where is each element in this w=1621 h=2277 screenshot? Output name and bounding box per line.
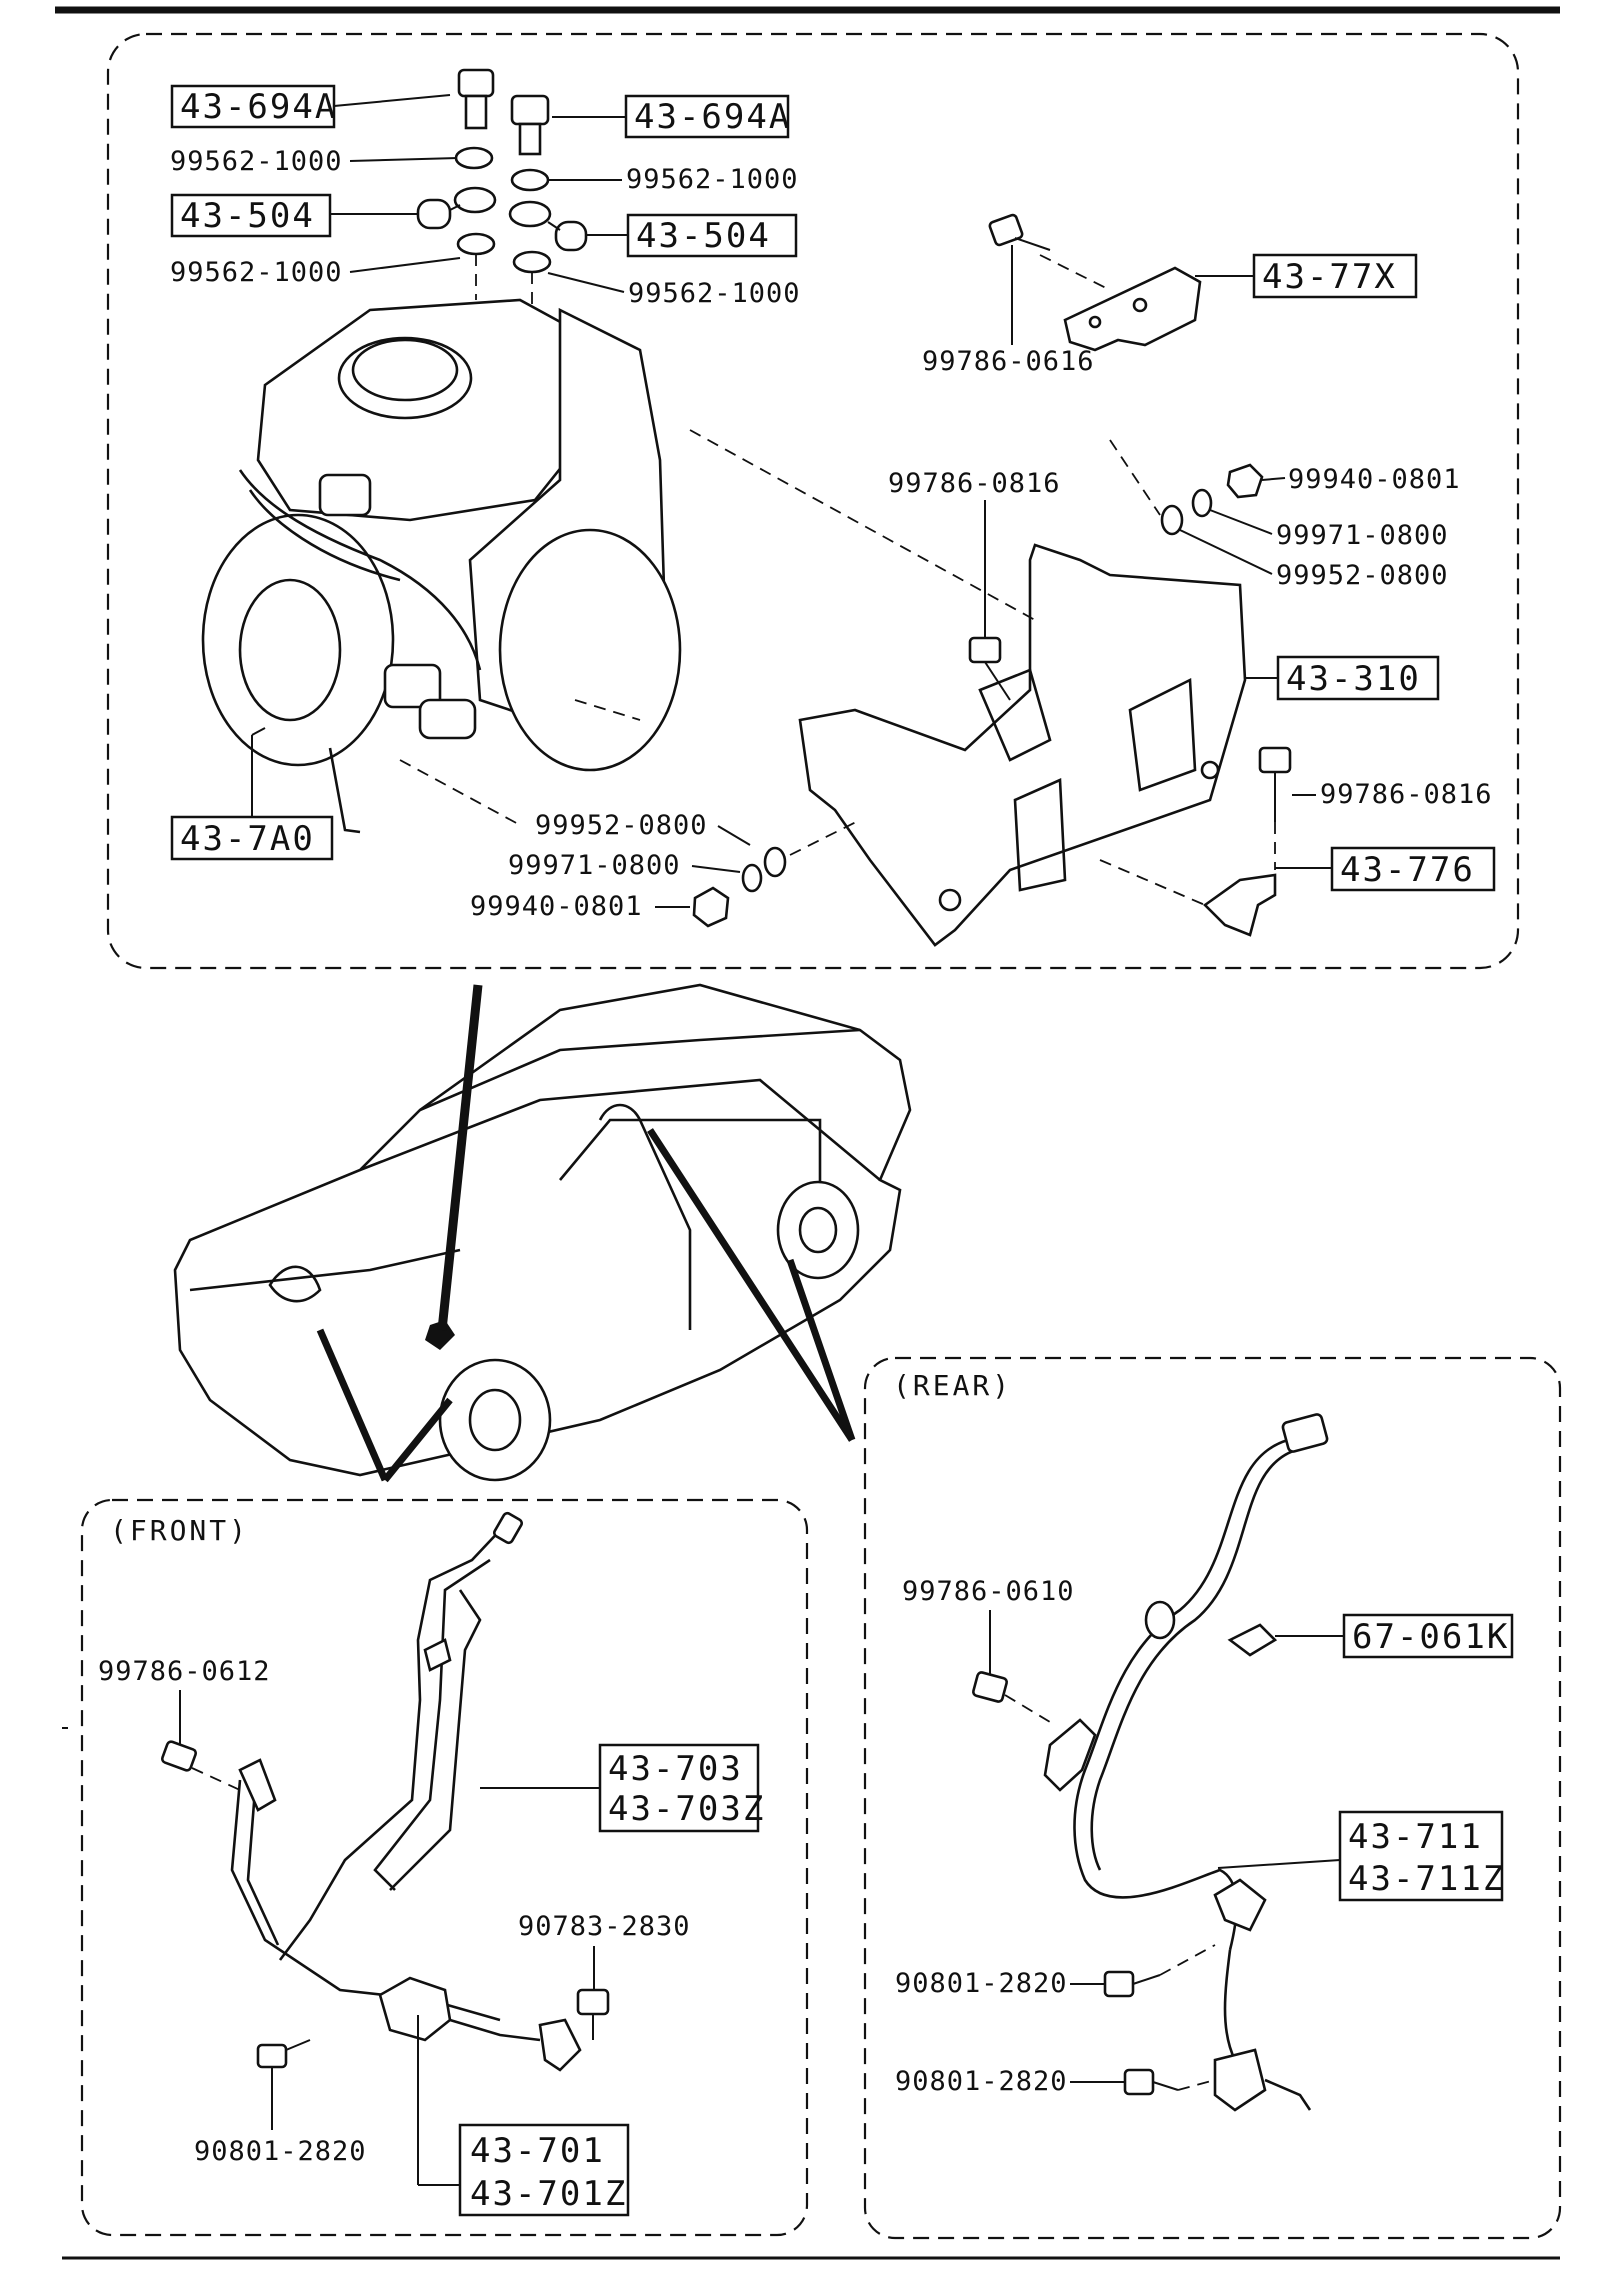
washer-2	[510, 168, 550, 192]
label-90783-2830: 90783-2830	[518, 1911, 691, 1942]
svg-text:43-310: 43-310	[1286, 659, 1421, 699]
banjo-43-504-right-drawing	[508, 200, 588, 252]
svg-text:43-703: 43-703	[608, 1749, 743, 1789]
label-99952-0800-a: 99952-0800	[1276, 560, 1449, 591]
car-body-drawing	[173, 983, 912, 1482]
bolt-90801-2820-rear-a-drawing	[1103, 1944, 1216, 1998]
label-box-43-504-right: 43-504	[626, 213, 798, 258]
rear-section-label: (REAR)	[893, 1369, 1012, 1402]
rear-abs-sensor-harness-drawing	[1043, 1413, 1329, 2112]
label-99786-0610: 99786-0610	[902, 1576, 1075, 1607]
bracket-43-310-drawing	[798, 543, 1247, 947]
label-box-43-776: 43-776	[1330, 846, 1496, 892]
label-90801-2820-rear-a: 90801-2820	[895, 1968, 1068, 1999]
label-99786-0616: 99786-0616	[922, 346, 1095, 377]
label-99562-1000-a: 99562-1000	[170, 146, 343, 177]
label-box-43-694A-left: 43-694A	[170, 84, 337, 129]
bolt-43-694A-right-drawing	[510, 94, 550, 156]
svg-text:43-694A: 43-694A	[180, 87, 337, 127]
abs-hydraulic-unit-drawing	[201, 298, 682, 834]
label-box-67-061K: 67-061K	[1342, 1613, 1514, 1659]
washer-99971-0800-a-drawing	[1191, 488, 1213, 518]
label-99971-0800-b: 99971-0800	[508, 850, 681, 881]
washer-3	[456, 232, 496, 256]
washer-4	[512, 250, 552, 274]
washer-99952-0800-b-drawing	[763, 846, 787, 878]
svg-text:43-711: 43-711	[1348, 1817, 1483, 1857]
label-99562-1000-c: 99562-1000	[170, 257, 343, 288]
washer-99971-0800-b-drawing	[741, 863, 763, 893]
svg-text:43-776: 43-776	[1340, 850, 1475, 890]
label-99940-0801-b: 99940-0801	[470, 891, 643, 922]
label-box-43-77X: 43-77X	[1252, 253, 1418, 299]
svg-text:43-703Z: 43-703Z	[608, 1789, 765, 1829]
svg-text:43-694A: 43-694A	[634, 97, 791, 137]
bolt-90801-2820-rear-b-drawing	[1123, 2068, 1216, 2096]
label-90801-2820-rear-b: 90801-2820	[895, 2066, 1068, 2097]
svg-text:67-061K: 67-061K	[1352, 1617, 1509, 1657]
rear-panel-border	[863, 1356, 1562, 2240]
label-99562-1000-d: 99562-1000	[628, 278, 801, 309]
bolt-43-694A-left-drawing	[457, 68, 495, 130]
label-99940-0801-a: 99940-0801	[1288, 464, 1461, 495]
label-90801-2820-front: 90801-2820	[194, 2136, 367, 2167]
front-abs-sensor-harness-drawing	[230, 1511, 582, 2072]
svg-text:43-504: 43-504	[636, 216, 771, 256]
label-box-43-7A0: 43-7A0	[170, 815, 334, 861]
bolt-99786-0616-drawing	[988, 213, 1051, 251]
label-99971-0800-a: 99971-0800	[1276, 520, 1449, 551]
washer-1	[454, 146, 494, 170]
nut-99940-0801-b-drawing	[692, 886, 730, 928]
label-box-43-694A-right: 43-694A	[624, 94, 791, 139]
washer-99952-0800-a-drawing	[1160, 504, 1184, 536]
label-99786-0816-a: 99786-0816	[888, 468, 1061, 499]
front-panel-border	[80, 1498, 809, 2237]
label-box-43-504-left: 43-504	[170, 193, 332, 238]
nut-99940-0801-a-drawing	[1226, 463, 1264, 499]
svg-text:43-711Z: 43-711Z	[1348, 1859, 1505, 1899]
top-panel-border	[106, 32, 1520, 970]
clamp-43-776-drawing	[1202, 873, 1277, 937]
bracket-43-77X-drawing	[1063, 266, 1202, 352]
front-section-label: (FRONT)	[110, 1514, 249, 1547]
bolt-99786-0816-b-drawing	[1258, 746, 1292, 822]
banjo-43-504-left-drawing	[416, 186, 497, 230]
svg-text:43-7A0: 43-7A0	[180, 819, 315, 859]
label-99562-1000-b: 99562-1000	[626, 164, 799, 195]
bolt-99786-0612-drawing	[160, 1740, 241, 1791]
bolt-90783-2830-drawing	[576, 1988, 610, 2040]
svg-text:43-77X: 43-77X	[1262, 257, 1397, 297]
label-box-43-711: 43-711 43-711Z	[1338, 1810, 1505, 1902]
svg-text:43-504: 43-504	[180, 196, 315, 236]
label-box-43-701: 43-701 43-701Z	[458, 2123, 630, 2217]
bolt-99786-0610-drawing	[972, 1671, 1056, 1726]
label-99786-0816-b: 99786-0816	[1320, 779, 1493, 810]
bolt-99786-0816-a-drawing	[968, 636, 1011, 701]
label-99952-0800-b: 99952-0800	[535, 810, 708, 841]
svg-text:43-701Z: 43-701Z	[470, 2174, 627, 2214]
label-box-43-703: 43-703 43-703Z	[598, 1743, 765, 1833]
bolt-90801-2820-front-drawing	[256, 2039, 311, 2069]
label-box-43-310: 43-310	[1276, 655, 1440, 701]
label-99786-0612: 99786-0612	[98, 1656, 271, 1687]
svg-text:43-701: 43-701	[470, 2131, 605, 2171]
